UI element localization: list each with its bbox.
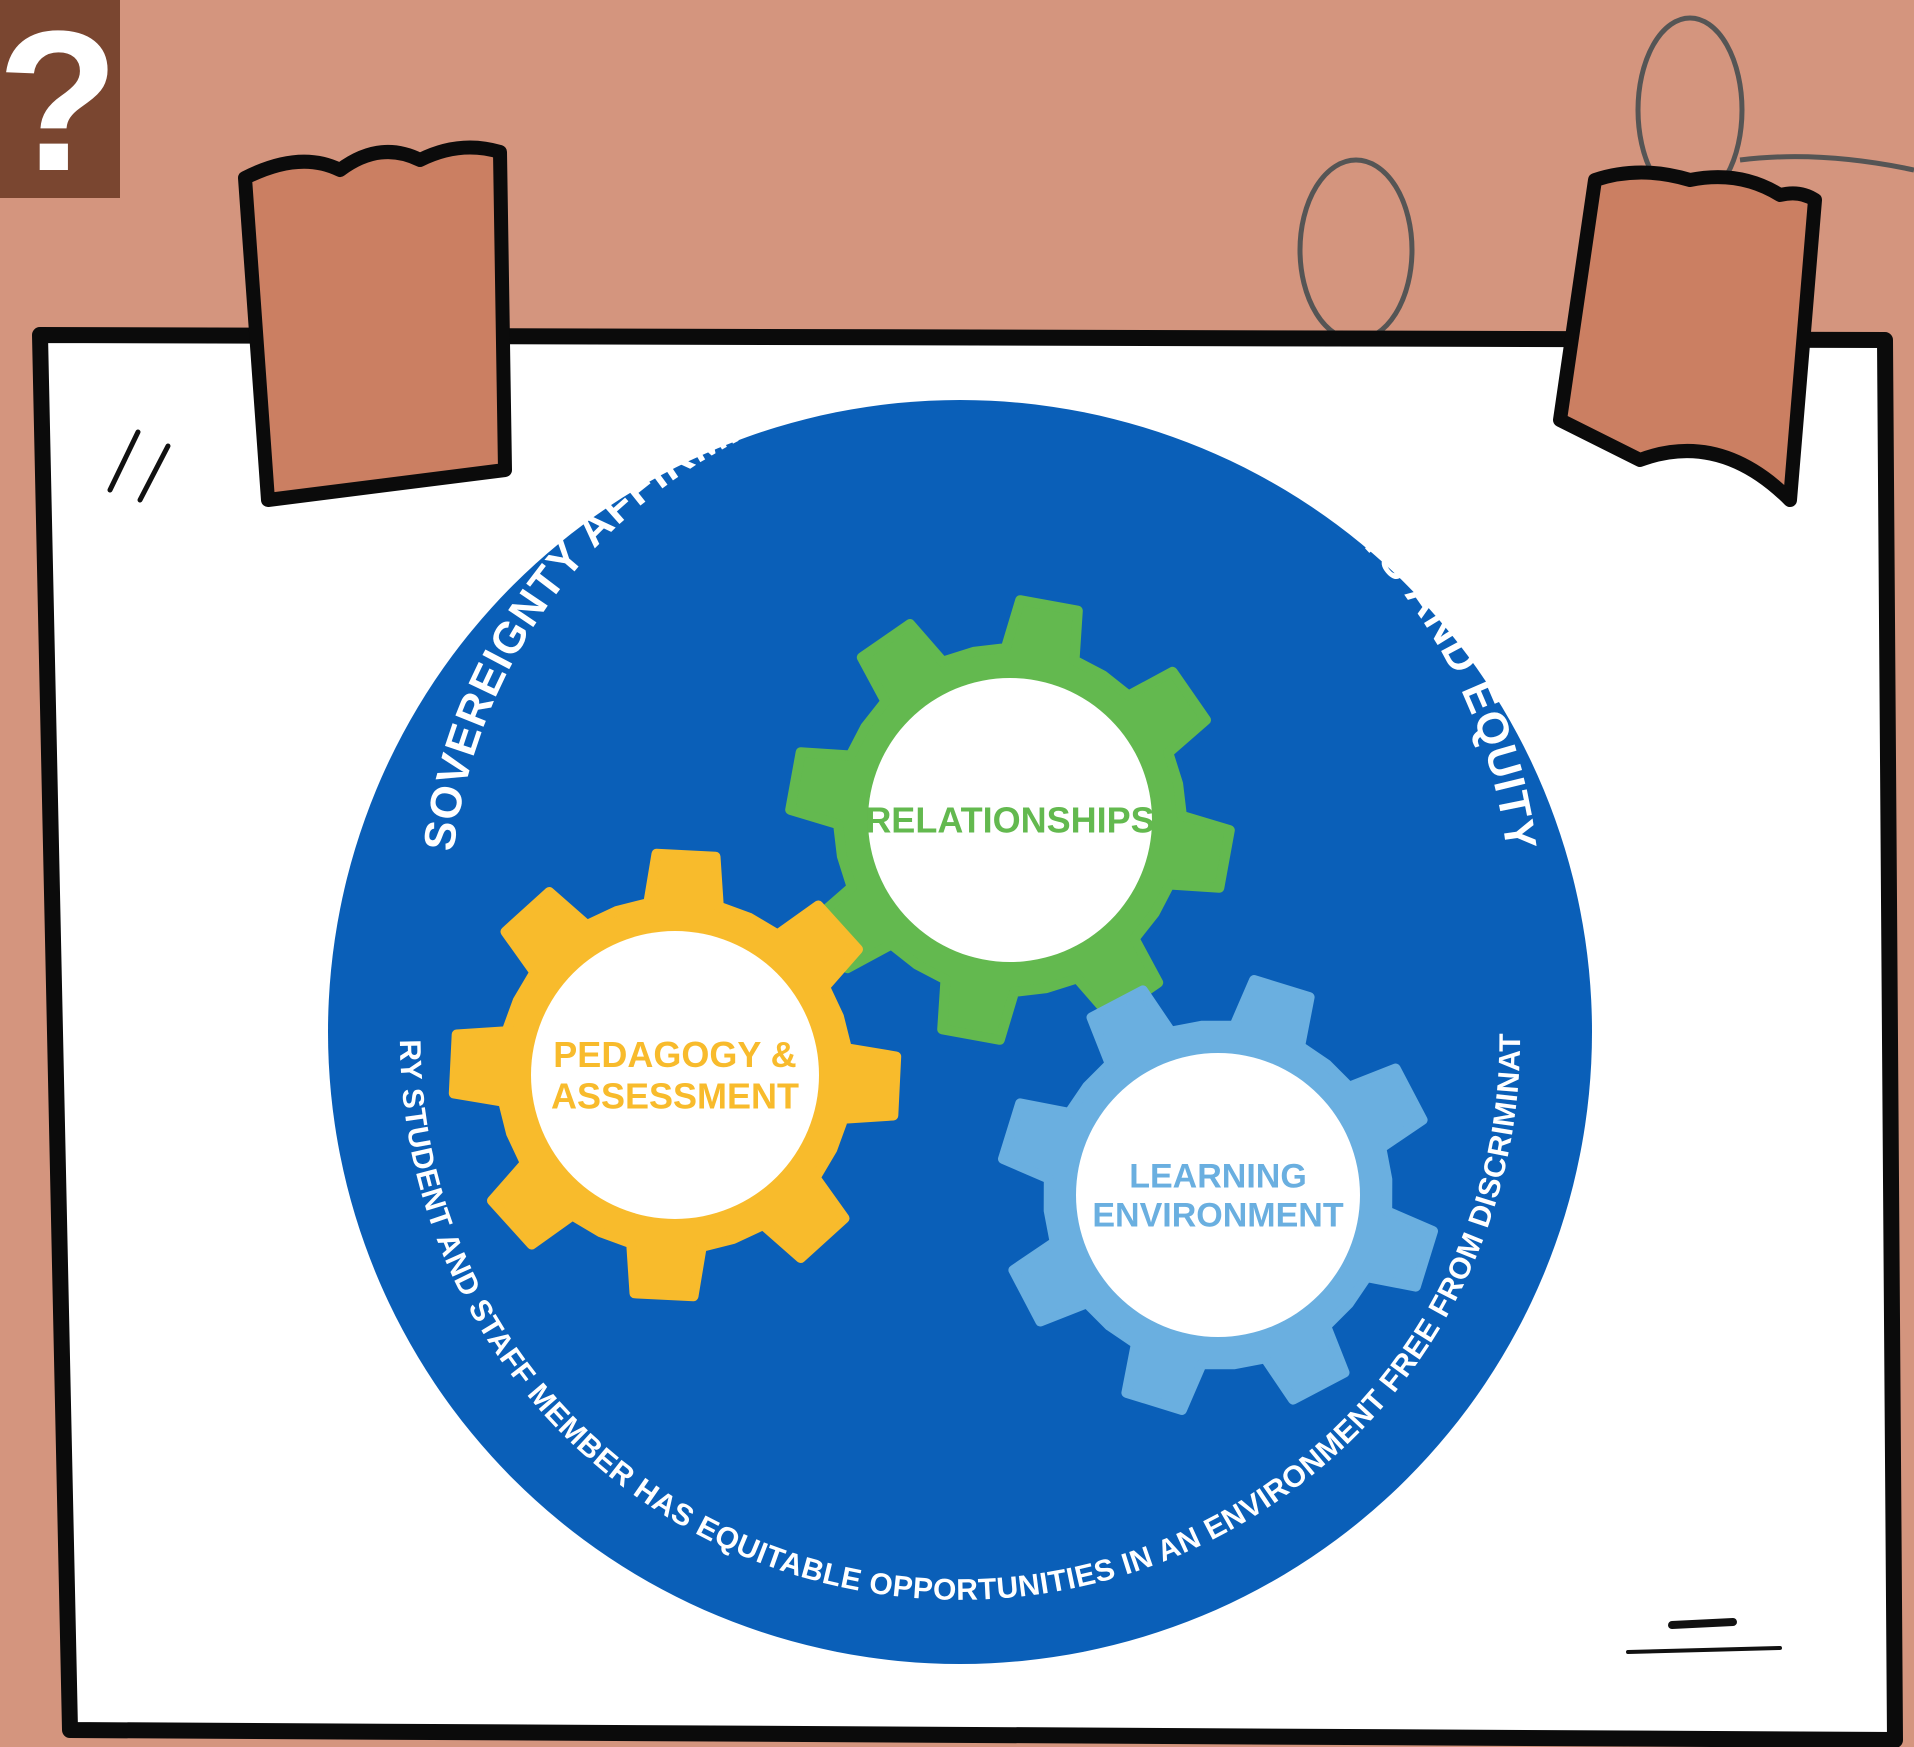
gear-learning-center — [1076, 1053, 1360, 1337]
gear-pedagogy: PEDAGOGY &ASSESSMENT — [448, 848, 902, 1302]
gear-relationships: RELATIONSHIPS — [785, 595, 1235, 1045]
tape-right — [1553, 165, 1822, 507]
string-tail — [1739, 154, 1914, 173]
question-mark-badge: ? — [0, 0, 120, 213]
gear-relationships-center — [868, 678, 1152, 962]
gear-relationships-label-line-1: RELATIONSHIPS — [865, 800, 1154, 841]
gear-learning-label-line-2: ENVIRONMENT — [1092, 1197, 1343, 1235]
pen-mark-left-2 — [137, 443, 171, 503]
pen-mark-right-2 — [1626, 1646, 1782, 1654]
tape-left — [238, 140, 512, 507]
pen-mark-right-1 — [1668, 1618, 1737, 1629]
question-mark-icon: ? — [0, 0, 119, 213]
gear-learning-label-line-1: LEARNING — [1129, 1157, 1307, 1195]
gear-pedagogy-center — [531, 931, 819, 1219]
pen-mark-left-1 — [107, 429, 141, 493]
gear-pedagogy-label-line-2: ASSESSMENT — [551, 1075, 799, 1116]
gear-pedagogy-label-line-1: PEDAGOGY & — [553, 1034, 796, 1075]
